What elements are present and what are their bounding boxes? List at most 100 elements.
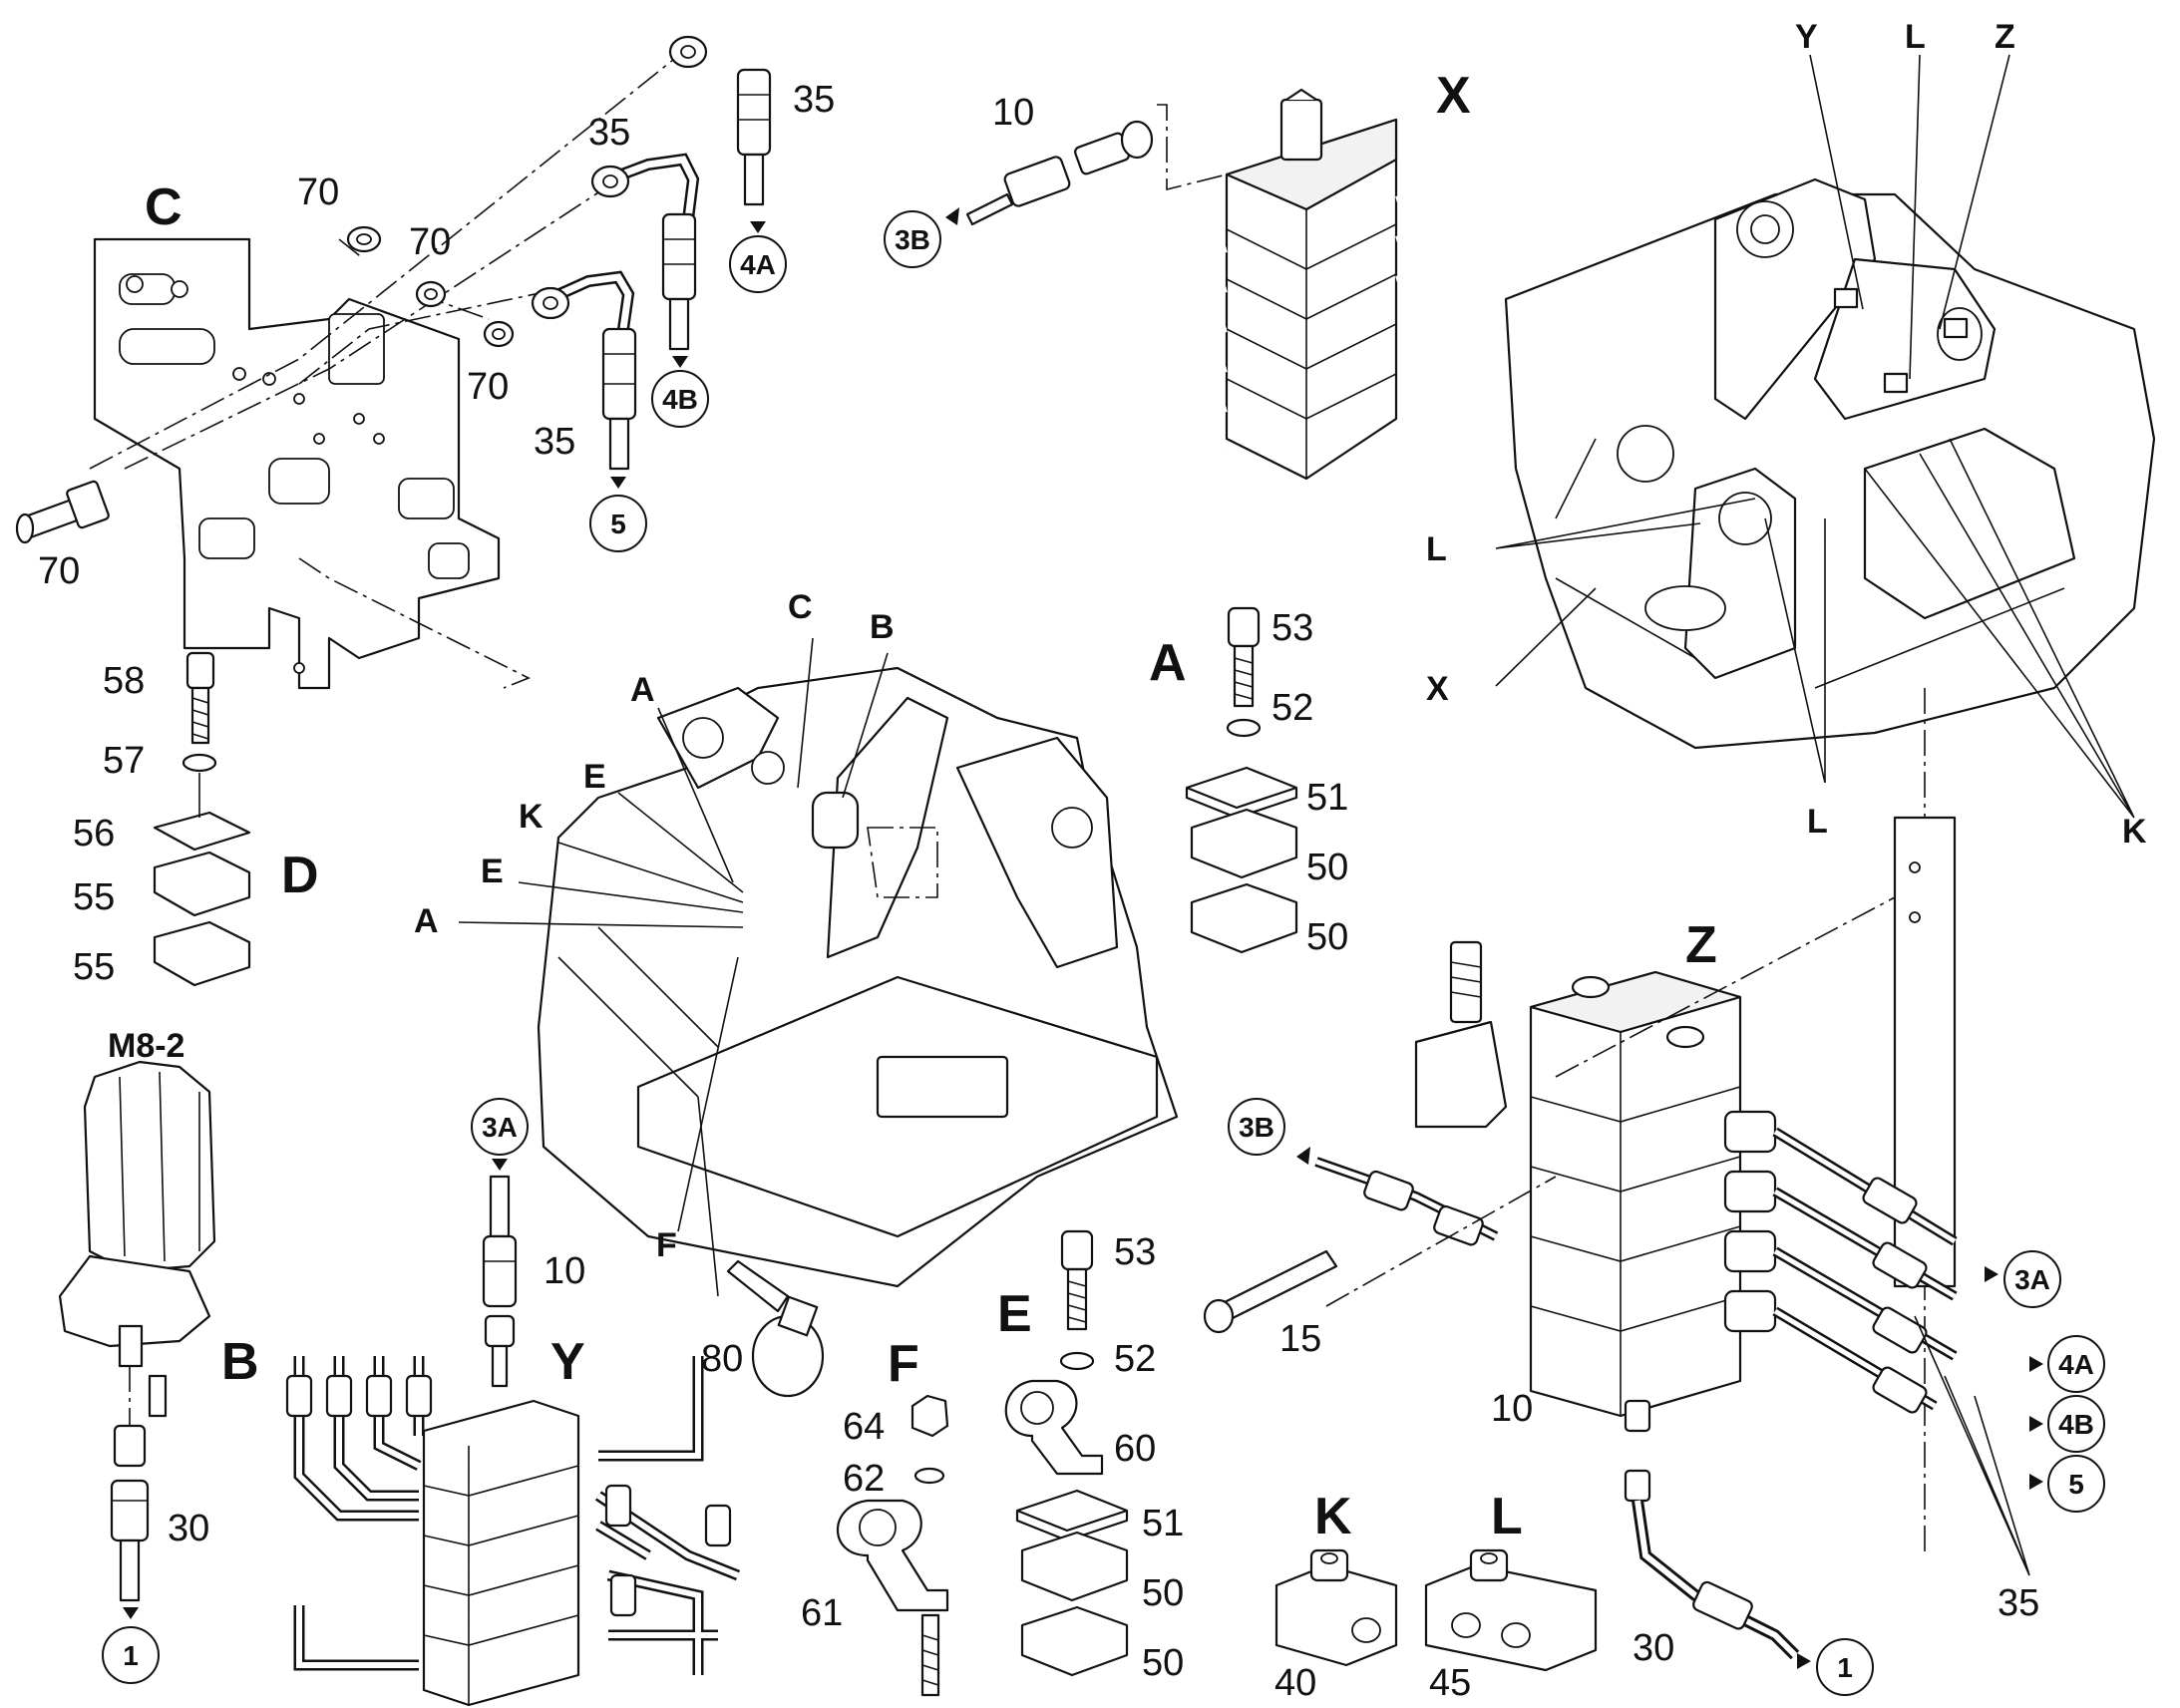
part-number-60: 60 xyxy=(1114,1428,1156,1470)
part-number-56: 56 xyxy=(73,813,115,854)
straight-fitting-10-y xyxy=(482,1175,518,1388)
part-number-51: 51 xyxy=(1306,777,1348,819)
detail-letter-l: L xyxy=(1491,1488,1523,1545)
lock-nuts-70 xyxy=(346,225,515,348)
callout-e-main-1: E xyxy=(583,758,606,796)
cable-tie-80 xyxy=(726,1259,825,1398)
straight-fitting-70 xyxy=(15,480,110,544)
straight-fitting-10-x xyxy=(965,120,1154,226)
callout-y-overview: Y xyxy=(1795,18,1818,56)
svg-text:3B: 3B xyxy=(895,224,930,255)
detail-f-clamp xyxy=(836,1394,949,1697)
part-number-70: 70 xyxy=(38,550,80,592)
part-number-64: 64 xyxy=(843,1406,885,1448)
cap-screw-15 xyxy=(1203,1249,1338,1334)
part-number-50: 50 xyxy=(1306,847,1348,888)
detail-e-clamp-stack xyxy=(1004,1229,1129,1677)
part-number-50: 50 xyxy=(1142,1572,1184,1614)
main-machine-leaders xyxy=(458,637,889,1232)
callout-k-main: K xyxy=(519,798,544,836)
detail-letter-c: C xyxy=(145,178,182,236)
svg-text:1: 1 xyxy=(123,1640,139,1671)
callout-e-main-2: E xyxy=(481,853,504,890)
overview-leaders xyxy=(1495,54,2135,819)
line-marker-3b: 3B xyxy=(884,210,941,268)
line-marker-5: 5 xyxy=(2047,1455,2105,1513)
detail-c-mounting-plate xyxy=(15,39,699,690)
detail-l-block-45 xyxy=(1424,1548,1598,1672)
line-marker-3a: 3A xyxy=(2003,1250,2061,1308)
detail-letter-x: X xyxy=(1436,67,1471,125)
svg-text:4B: 4B xyxy=(662,384,698,415)
detail-letter-k: K xyxy=(1314,1488,1352,1545)
callout-c-main: C xyxy=(788,588,813,626)
svg-text:1: 1 xyxy=(1837,1652,1853,1683)
elbow-hose-4a xyxy=(668,10,772,206)
part-number-55: 55 xyxy=(73,876,115,918)
part-number-10: 10 xyxy=(544,1250,585,1292)
part-number-57: 57 xyxy=(103,740,145,782)
callout-x-overview: X xyxy=(1426,670,1449,708)
part-number-52: 52 xyxy=(1272,687,1313,729)
part-number-70: 70 xyxy=(467,366,509,408)
distributor-hose-fittings xyxy=(1076,162,1517,492)
line-marker-4a: 4A xyxy=(2047,1335,2105,1393)
part-number-53: 53 xyxy=(1272,607,1313,649)
detail-letter-f: F xyxy=(888,1335,919,1393)
part-number-58: 58 xyxy=(103,660,145,702)
detail-y-distributor xyxy=(285,1356,741,1707)
detail-x-distributor xyxy=(1076,88,1517,492)
svg-text:5: 5 xyxy=(2068,1469,2084,1500)
detail-k-block-40 xyxy=(1274,1548,1398,1667)
detail-letter-y: Y xyxy=(550,1333,585,1391)
part-number-62: 62 xyxy=(843,1458,885,1500)
main-machine xyxy=(537,666,1179,1297)
callout-b-main: B xyxy=(870,608,895,646)
line-marker-4b: 4B xyxy=(651,370,709,428)
line-marker-3a: 3A xyxy=(471,1098,529,1156)
hose-30-b xyxy=(110,1424,150,1602)
svg-text:3B: 3B xyxy=(1239,1112,1274,1143)
callout-a-main-1: A xyxy=(630,671,655,709)
detail-a-clamp-stack xyxy=(1185,606,1298,954)
part-number-55: 55 xyxy=(73,946,115,988)
callout-k-overview: K xyxy=(2122,813,2147,851)
line-marker-4a: 4A xyxy=(729,235,787,293)
svg-text:3A: 3A xyxy=(482,1112,518,1143)
flow-arrows xyxy=(123,207,2043,1669)
part-number-10: 10 xyxy=(992,92,1034,134)
part-number-35: 35 xyxy=(588,112,630,154)
part-number-35: 35 xyxy=(793,79,835,121)
part-number-61: 61 xyxy=(801,1592,843,1634)
line-marker-4b: 4B xyxy=(2047,1395,2105,1453)
part-number-52: 52 xyxy=(1114,1338,1156,1380)
detail-letter-b: B xyxy=(221,1333,259,1391)
elbow-hose-4b xyxy=(590,153,700,351)
part-number-45: 45 xyxy=(1429,1662,1471,1704)
detail-letter-z: Z xyxy=(1685,916,1717,974)
part-number-53: 53 xyxy=(1114,1231,1156,1273)
part-number-30: 30 xyxy=(1633,1627,1674,1669)
elbow-hose-5 xyxy=(531,270,637,471)
part-number-35: 35 xyxy=(534,421,575,463)
line-marker-1: 1 xyxy=(1816,1638,1874,1696)
part-number-15: 15 xyxy=(1279,1318,1321,1360)
pump-motor-m8-2 xyxy=(58,1060,216,1426)
part-number-30: 30 xyxy=(168,1508,209,1549)
svg-text:5: 5 xyxy=(610,509,626,539)
detail-letter-e: E xyxy=(997,1285,1032,1343)
callout-l-overview-top: L xyxy=(1905,18,1926,56)
detail-letter-d: D xyxy=(281,847,319,904)
detail-d-clamp-stack xyxy=(153,651,251,987)
part-number-51: 51 xyxy=(1142,1503,1184,1544)
part-number-10: 10 xyxy=(1491,1388,1533,1430)
part-number-70: 70 xyxy=(409,221,451,263)
line-marker-3b: 3B xyxy=(1228,1098,1285,1156)
part-number-70: 70 xyxy=(297,171,339,213)
part-number-40: 40 xyxy=(1274,1662,1316,1704)
callout-z-overview: Z xyxy=(1995,18,2015,56)
detail-z-distributor xyxy=(1314,896,2030,1660)
line-marker-1: 1 xyxy=(102,1626,160,1684)
part-number-50: 50 xyxy=(1306,916,1348,958)
